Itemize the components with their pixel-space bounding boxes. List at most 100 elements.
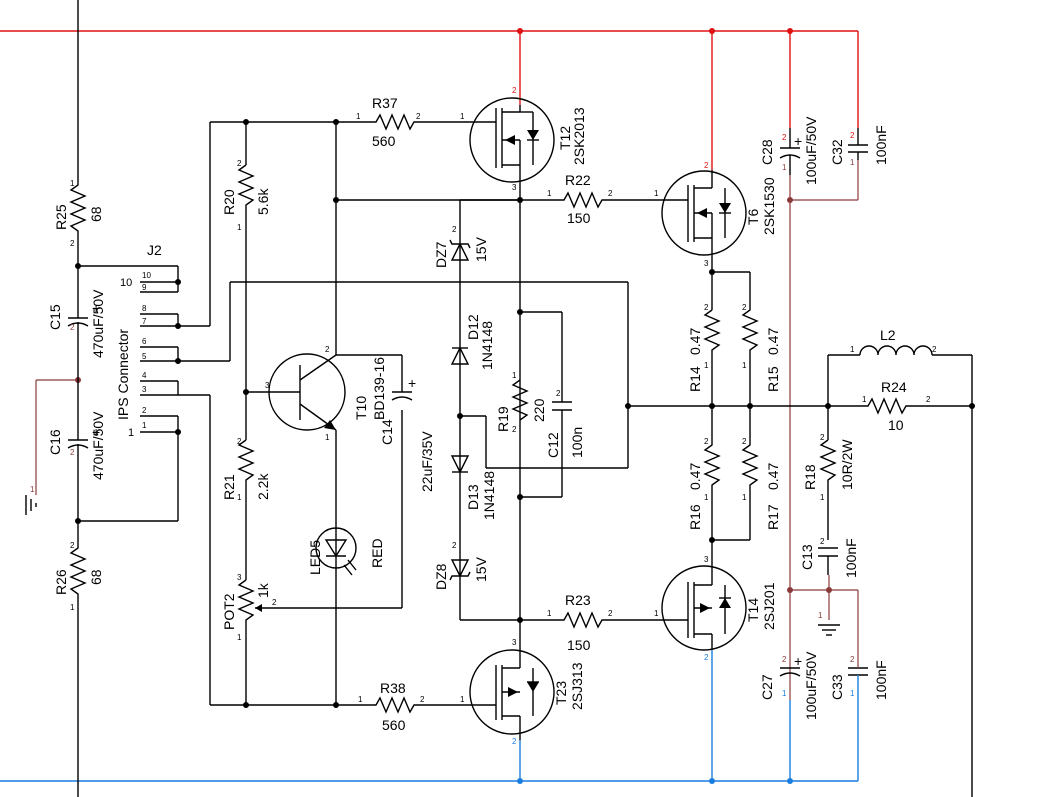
- svg-text:6: 6: [142, 337, 147, 346]
- svg-text:2: 2: [272, 598, 277, 607]
- led-led5: LED5 RED: [307, 520, 385, 705]
- c13-val: 100nF: [843, 538, 859, 578]
- svg-text:2: 2: [704, 437, 709, 446]
- led5-ref: LED5: [307, 540, 323, 575]
- svg-text:1: 1: [30, 485, 35, 494]
- r38-val: 560: [382, 717, 406, 733]
- mosfet-t6: 231 T6 2SK1530: [654, 161, 777, 272]
- r38-ref: R38: [380, 680, 406, 696]
- svg-text:1: 1: [850, 345, 855, 354]
- svg-text:1: 1: [325, 433, 330, 442]
- r19-val: 220: [531, 398, 547, 422]
- r21-ref: R21: [221, 474, 237, 500]
- svg-text:+: +: [92, 300, 100, 316]
- capacitor-c15: 2 + C15 470uF/50V: [47, 289, 106, 358]
- svg-text:3: 3: [512, 183, 517, 192]
- r37-ref: R37: [372, 95, 398, 111]
- svg-text:2: 2: [452, 225, 457, 234]
- svg-text:2: 2: [850, 655, 855, 664]
- svg-text:4: 4: [142, 371, 147, 380]
- svg-text:2: 2: [932, 345, 937, 354]
- r18-val: 10R/2W: [839, 439, 855, 490]
- c27-ref: C27: [759, 674, 775, 700]
- l2-ref: L2: [880, 327, 896, 343]
- diode-d12: D12 1N4148: [450, 314, 495, 370]
- svg-text:1: 1: [512, 371, 517, 380]
- r20-ref: R20: [221, 189, 237, 215]
- c13-ref: C13: [799, 544, 815, 570]
- ground-net: [35, 160, 859, 700]
- svg-text:2: 2: [142, 406, 147, 415]
- svg-text:3: 3: [265, 381, 270, 390]
- ground-symbol-left: 1: [25, 485, 37, 515]
- r26-ref: R26: [53, 569, 69, 595]
- svg-text:1: 1: [356, 112, 361, 121]
- svg-text:2: 2: [237, 437, 242, 446]
- dz7-ref: DZ7: [433, 241, 449, 268]
- r24-val: 10: [888, 417, 904, 433]
- svg-text:+: +: [92, 424, 100, 440]
- mosfet-t14: 321 T14 2SJ201: [654, 555, 777, 662]
- potentiometer-pot2: 312 POT2 1k: [221, 520, 402, 705]
- mosfet-t12: 213 T12 2SK2013: [460, 86, 587, 200]
- r22-val: 150: [567, 210, 591, 226]
- svg-text:1: 1: [704, 493, 709, 502]
- t6-val: 2SK1530: [761, 177, 777, 235]
- r22-ref: R22: [565, 172, 591, 188]
- ground-symbol-right: 1: [818, 611, 840, 636]
- t10-ref: T10: [353, 396, 369, 420]
- svg-text:1: 1: [782, 163, 787, 172]
- r17-val: 0.47: [765, 463, 781, 490]
- pot2-ref: POT2: [221, 593, 237, 630]
- resistor-r19: 12 R19 220: [495, 371, 547, 434]
- resistor-r26: 21 R26 68: [53, 540, 104, 612]
- connector-wires: [178, 119, 828, 708]
- d13-val: 1N4148: [481, 471, 497, 520]
- t10-val: BD139-16: [371, 357, 387, 420]
- r16-ref: R16: [687, 504, 703, 530]
- capacitor-c12: 2 C12 100n: [545, 312, 585, 497]
- svg-text:2: 2: [608, 609, 613, 618]
- c16-val: 470uF/50V: [90, 411, 106, 480]
- diode-d13: D13 1N4148: [450, 455, 497, 520]
- resistor-r38: 1 2 R38 560: [358, 680, 470, 733]
- svg-text:2: 2: [420, 695, 425, 704]
- svg-text:2: 2: [704, 303, 709, 312]
- svg-text:2: 2: [416, 112, 421, 121]
- svg-text:1: 1: [70, 603, 75, 612]
- svg-text:1: 1: [742, 361, 747, 370]
- svg-text:2: 2: [742, 437, 747, 446]
- resistor-r15: 21 R15 0.47: [741, 300, 781, 406]
- r25-ref: R25: [53, 204, 69, 230]
- svg-text:1: 1: [237, 633, 242, 642]
- r26-val: 68: [88, 569, 104, 585]
- svg-text:1: 1: [742, 493, 747, 502]
- svg-text:1: 1: [460, 695, 465, 704]
- svg-text:1: 1: [704, 361, 709, 370]
- t12-val: 2SK2013: [571, 107, 587, 165]
- c28-ref: C28: [759, 139, 775, 165]
- r15-ref: R15: [765, 366, 781, 392]
- svg-text:2: 2: [556, 389, 561, 398]
- resistor-r37: 1 2 R37 560: [356, 95, 470, 149]
- svg-text:7: 7: [142, 317, 147, 326]
- t14-val: 2SJ201: [761, 582, 777, 630]
- r37-val: 560: [372, 133, 396, 149]
- r14-val: 0.47: [687, 328, 703, 355]
- r14-ref: R14: [687, 366, 703, 392]
- led5-val: RED: [369, 538, 385, 568]
- capacitor-c32: 21 C32 100nF: [829, 125, 889, 167]
- resistor-r18: 21 R18 10R/2W: [802, 406, 855, 540]
- c15-ref: C15: [47, 304, 63, 330]
- svg-text:2: 2: [70, 323, 75, 332]
- c12-val: 100n: [569, 427, 585, 458]
- zener-dz7: 2 DZ7 15V: [433, 225, 489, 268]
- svg-text:2: 2: [512, 425, 517, 434]
- svg-text:1: 1: [850, 158, 855, 167]
- inductor-l2: 1 2 L2: [828, 327, 972, 356]
- svg-text:2: 2: [608, 189, 613, 198]
- svg-text:2: 2: [512, 86, 517, 95]
- capacitor-c16: 2 + C16 470uF/50V: [47, 411, 106, 480]
